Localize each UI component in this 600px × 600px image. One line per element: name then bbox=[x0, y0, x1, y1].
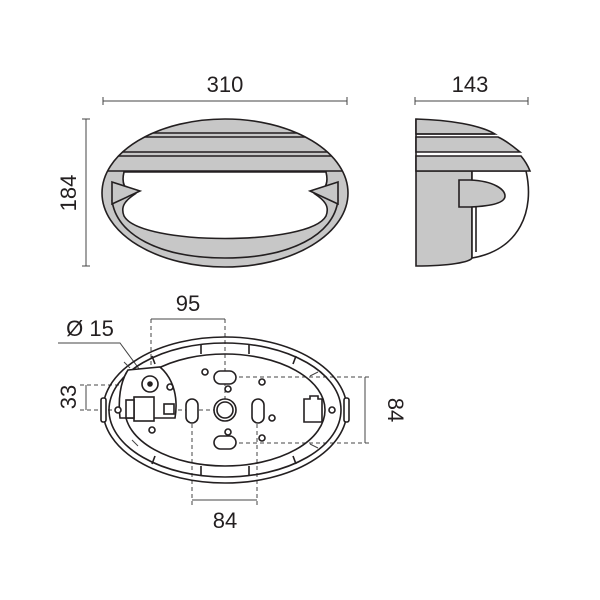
right-block bbox=[303, 395, 323, 423]
base-view: 95 Ø 15 33 84 84 bbox=[56, 291, 408, 533]
top-spacing-dimension: 95 bbox=[150, 291, 226, 420]
mount-slot-bottom bbox=[213, 435, 237, 450]
terminal-block bbox=[133, 396, 155, 422]
front-lens bbox=[121, 171, 329, 240]
height-label: 184 bbox=[56, 175, 81, 212]
side-view: 143 bbox=[414, 72, 532, 267]
width-dimension: 310 bbox=[102, 72, 348, 105]
right-spacing-dimension: 84 bbox=[225, 376, 408, 444]
mount-slot-left bbox=[185, 398, 199, 424]
mount-slot-right bbox=[251, 398, 265, 424]
right-spacing-label: 84 bbox=[383, 398, 408, 422]
depth-label: 143 bbox=[452, 72, 489, 97]
left-clip bbox=[111, 180, 143, 206]
side-clip bbox=[458, 179, 506, 208]
top-spacing-label: 95 bbox=[176, 291, 200, 316]
bottom-spacing-dimension: 84 bbox=[191, 410, 258, 533]
front-view: 310 184 bbox=[56, 72, 349, 268]
hole-diameter-label: Ø 15 bbox=[66, 316, 114, 341]
depth-dimension: 143 bbox=[414, 72, 529, 105]
height-dimension: 184 bbox=[56, 118, 90, 267]
mount-slot-top bbox=[213, 370, 237, 385]
bottom-spacing-label: 84 bbox=[213, 508, 237, 533]
width-label: 310 bbox=[207, 72, 244, 97]
right-clip bbox=[307, 180, 339, 206]
left-offset-label: 33 bbox=[56, 385, 81, 409]
